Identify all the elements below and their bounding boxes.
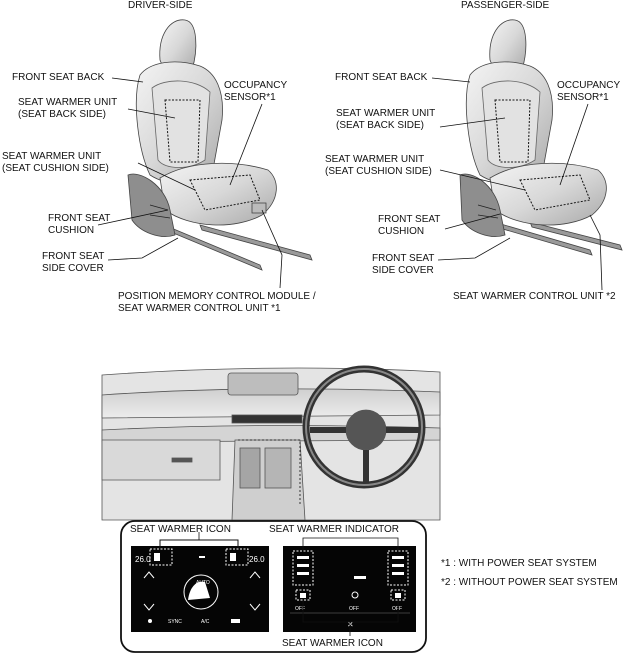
passenger-front-seat-cushion-line2: CUSHION	[378, 226, 425, 237]
footnote-2: *2 : WITHOUT POWER SEAT SYSTEM	[441, 577, 618, 588]
driver-front-seat-cushion-label: FRONT SEAT CUSHION	[48, 213, 110, 237]
passenger-seat-warmer-cushion-line1: SEAT WARMER UNIT	[325, 154, 425, 165]
driver-occupancy-line1: OCCUPANCY	[224, 80, 288, 91]
passenger-seat-warmer-back-label: SEAT WARMER UNIT (SEAT BACK SIDE)	[336, 108, 435, 132]
driver-control-module-line2: SEAT WARMER CONTROL UNIT *1	[118, 303, 281, 314]
climate-screen-main: 26.0 26.0 AUTO SYNC A/C	[131, 539, 269, 632]
sync-label: SYNC	[168, 619, 182, 625]
driver-front-seat-back-label: FRONT SEAT BACK	[12, 72, 105, 83]
leader-lines-panel	[198, 532, 399, 636]
passenger-seat-warmer-back-line2: (SEAT BACK SIDE)	[336, 120, 424, 131]
seat-warmer-screen: OFF OFF OFF ✕	[283, 546, 416, 632]
dashboard-illustration	[101, 365, 441, 521]
driver-seat-warmer-back-line2: (SEAT BACK SIDE)	[18, 109, 106, 120]
passenger-side-heading: PASSENGER-SIDE	[461, 0, 550, 11]
passenger-side-cover-line2: SIDE COVER	[372, 265, 434, 276]
leader-lines-top	[97, 77, 603, 291]
driver-occupancy-line2: SENSOR*1	[224, 92, 276, 103]
temp-left: 26.0	[135, 555, 151, 564]
off-center: OFF	[349, 606, 359, 612]
driver-seat-warmer-back-label: SEAT WARMER UNIT (SEAT BACK SIDE)	[18, 97, 117, 121]
driver-seat-warmer-back-line1: SEAT WARMER UNIT	[18, 97, 118, 108]
seat-warmer-icon-label-bottom: SEAT WARMER ICON	[282, 638, 383, 649]
driver-seat-warmer-cushion-line1: SEAT WARMER UNIT	[2, 151, 102, 162]
driver-front-seat-cushion-line1: FRONT SEAT	[48, 213, 111, 224]
passenger-seat-warmer-cushion-label: SEAT WARMER UNIT (SEAT CUSHION SIDE)	[325, 154, 432, 178]
driver-side-cover-line2: SIDE COVER	[42, 263, 104, 274]
driver-side-cover-line1: FRONT SEAT	[42, 251, 105, 262]
passenger-front-seat-cushion-label: FRONT SEAT CUSHION	[378, 214, 440, 238]
passenger-front-seat-back-label: FRONT SEAT BACK	[335, 72, 428, 83]
off-right: OFF	[392, 606, 402, 612]
driver-occupancy-sensor-label: OCCUPANCY SENSOR*1	[224, 80, 287, 104]
ac-label: A/C	[201, 619, 210, 625]
passenger-side-cover-line1: FRONT SEAT	[372, 253, 435, 264]
driver-seat	[127, 19, 313, 271]
passenger-occupancy-line2: SENSOR*1	[557, 92, 609, 103]
driver-control-module-label: POSITION MEMORY CONTROL MODULE / SEAT WA…	[118, 291, 316, 315]
driver-seat-warmer-cushion-label: SEAT WARMER UNIT (SEAT CUSHION SIDE)	[2, 151, 109, 175]
driver-front-seat-cushion-line2: CUSHION	[48, 225, 95, 236]
seat-warmer-icon-label-top: SEAT WARMER ICON	[130, 524, 231, 535]
passenger-occupancy-line1: OCCUPANCY	[557, 80, 621, 91]
off-left: OFF	[295, 606, 305, 612]
driver-seat-warmer-cushion-line2: (SEAT CUSHION SIDE)	[2, 163, 109, 174]
temp-right: 26.0	[249, 555, 265, 564]
footnote-1: *1 : WITH POWER SEAT SYSTEM	[441, 558, 597, 569]
passenger-control-unit-label: SEAT WARMER CONTROL UNIT *2	[453, 291, 616, 302]
passenger-front-seat-cushion-line1: FRONT SEAT	[378, 214, 441, 225]
passenger-seat	[459, 19, 623, 256]
passenger-occupancy-sensor-label: OCCUPANCY SENSOR*1	[557, 80, 620, 104]
mode-auto: AUTO	[196, 580, 210, 586]
passenger-seat-warmer-cushion-line2: (SEAT CUSHION SIDE)	[325, 166, 432, 177]
passenger-seat-warmer-back-line1: SEAT WARMER UNIT	[336, 108, 436, 119]
driver-control-module-line1: POSITION MEMORY CONTROL MODULE /	[118, 291, 316, 302]
passenger-front-seat-side-cover-label: FRONT SEAT SIDE COVER	[372, 253, 434, 277]
driver-front-seat-side-cover-label: FRONT SEAT SIDE COVER	[42, 251, 104, 275]
seat-warmer-indicator-label: SEAT WARMER INDICATOR	[269, 524, 400, 535]
driver-side-heading: DRIVER-SIDE	[128, 0, 193, 11]
